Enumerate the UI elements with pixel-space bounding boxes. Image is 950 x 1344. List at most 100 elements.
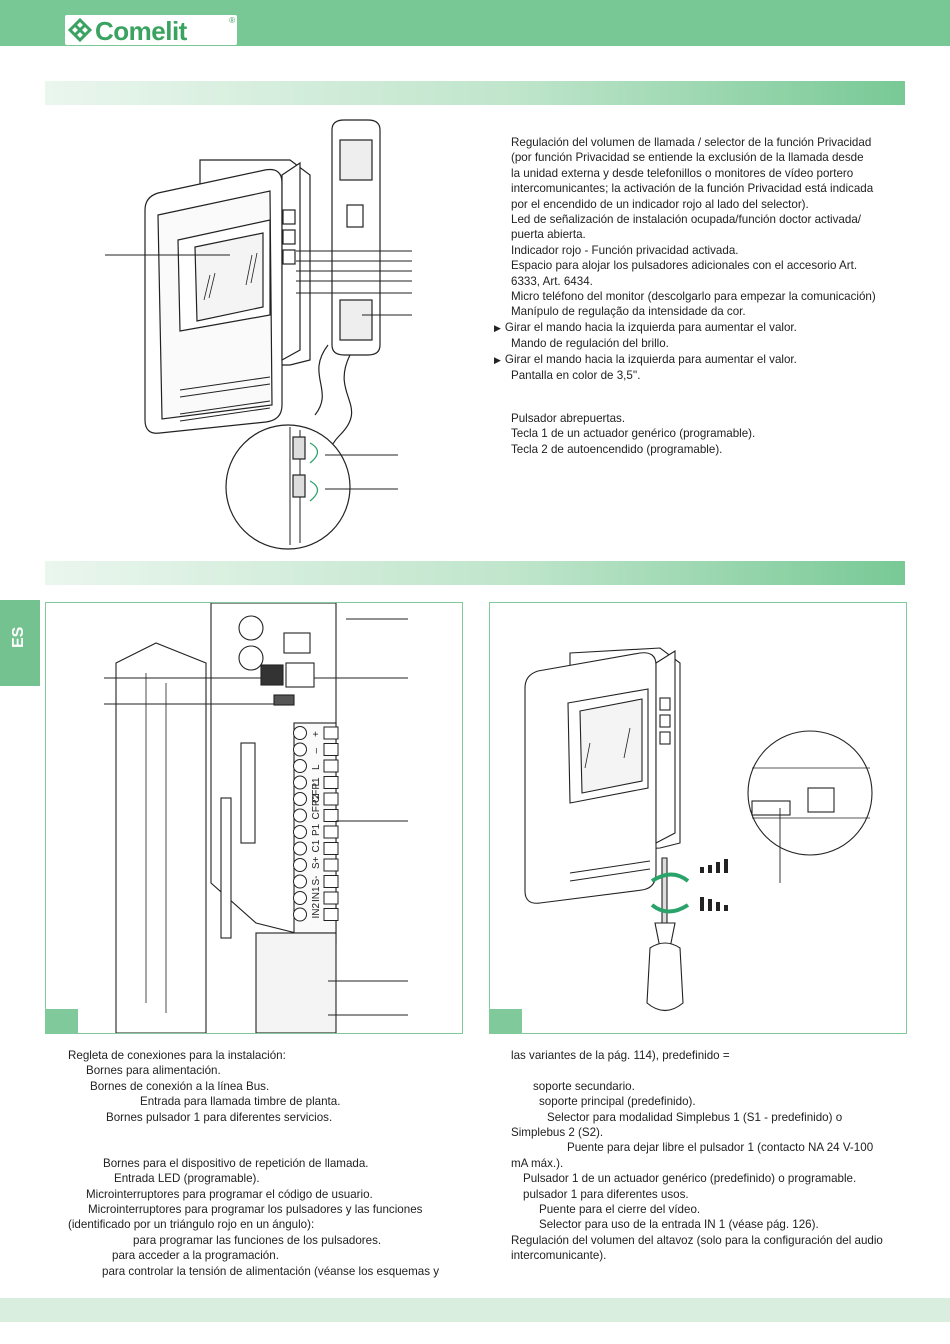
terminal-slot	[323, 891, 339, 905]
terminal-screw	[293, 891, 307, 905]
monitor-illustration	[105, 119, 412, 550]
terminal-label: L	[311, 764, 322, 770]
description-line: intercomunicantes; la activación de la f…	[494, 181, 905, 196]
description-text: Indicador rojo - Función privacidad acti…	[511, 243, 739, 257]
right-column-text: las variantes de la pág. 114), predefini…	[511, 1048, 905, 1264]
footer-bar	[0, 1298, 950, 1322]
left-column-text: Regleta de conexiones para la instalació…	[68, 1048, 462, 1279]
left-column-line: (identificado por un triángulo rojo en u…	[68, 1218, 315, 1232]
terminal-label: S-	[311, 876, 322, 886]
adjustment-figure	[489, 602, 907, 1034]
description-line: (por función Privacidad se entiende la e…	[494, 150, 905, 165]
terminal-slot	[323, 858, 339, 872]
terminal-slot	[323, 809, 339, 822]
right-column-line: Puente para el cierre del vídeo.	[539, 1203, 701, 1217]
left-column-line: Microinterruptores para programar los pu…	[88, 1203, 423, 1217]
right-column-line: pulsador 1 para diferentes usos.	[523, 1187, 689, 1201]
section-bar-top	[45, 81, 905, 105]
description-line: Pantalla en color de 3,5''.	[494, 368, 905, 383]
terminal-screw	[293, 907, 307, 922]
right-column-line: soporte secundario.	[533, 1079, 635, 1093]
right-column-line: soporte principal (predefinido).	[539, 1095, 696, 1109]
description-line: Regulación del volumen de llamada / sele…	[494, 135, 905, 150]
language-tab: ES	[0, 600, 40, 686]
description-text: Girar el mando hacia la izquierda para a…	[504, 352, 797, 366]
figure-label-a	[46, 1009, 78, 1033]
button-description-line: Tecla 2 de autoencendido (programable).	[511, 442, 723, 456]
left-column-line: Entrada LED (programable).	[114, 1172, 260, 1186]
terminal-slot	[323, 842, 339, 855]
left-column-line: para acceder a la programación.	[112, 1249, 279, 1263]
terminal-label: CFP2	[311, 794, 322, 820]
button-description-line: Tecla 1 de un actuador genérico (program…	[511, 427, 756, 441]
terminal-slot	[323, 792, 339, 806]
description-text: Girar el mando hacia la izquierda para a…	[504, 320, 797, 334]
right-column-line: Selector para modalidad Simplebus 1 (S1 …	[547, 1110, 843, 1124]
left-column-line: Bornes pulsador 1 para diferentes servic…	[106, 1110, 333, 1124]
left-column-line: Entrada para llamada timbre de planta.	[140, 1095, 341, 1109]
terminal-label: P1	[311, 823, 322, 836]
description-text: Micro teléfono del monitor (descolgarlo …	[511, 290, 876, 304]
description-text: Espacio para alojar los pulsadores adici…	[511, 259, 858, 273]
description-line: Manípulo de regulação da intensidade da …	[494, 304, 905, 319]
instruction-line: ▶Girar el mando hacia la izquierda para …	[494, 352, 905, 368]
arrow-right-icon: ▶	[494, 354, 501, 365]
description-text: Manípulo de regulação da intensidade da …	[511, 305, 746, 319]
button-description-line: Pulsador abrepuertas.	[511, 412, 626, 425]
right-column-line: las variantes de la pág. 114), predefini…	[511, 1049, 730, 1062]
terminal-label: C1	[311, 839, 322, 852]
terminal-screw	[293, 742, 307, 757]
description-text: Mando de regulación del brillo.	[511, 337, 669, 351]
terminal-label: S+	[311, 856, 322, 869]
description-line: la unidad externa y desde telefonillos o…	[494, 166, 905, 181]
right-column-line: Selector para uso de la entrada IN 1 (vé…	[539, 1218, 819, 1232]
left-column-line: Microinterruptores para programar el cód…	[86, 1187, 373, 1201]
description-text: por el encendido de un indicador rojo al…	[511, 197, 809, 211]
comelit-logo-icon	[67, 17, 93, 43]
figure-label-b	[490, 1009, 522, 1033]
terminal-slot	[323, 726, 339, 740]
terminal-slot	[323, 908, 339, 921]
brand-name: Comelit	[95, 16, 187, 46]
left-column-line: Regleta de conexiones para la instalació…	[68, 1049, 286, 1062]
terminal-label: L	[311, 781, 322, 787]
description-line: 6333, Art. 6434.	[494, 274, 905, 289]
description-line: Mando de regulación del brillo.	[494, 336, 905, 351]
description-line: Led de señalización de instalación ocupa…	[494, 212, 905, 227]
terminal-slot	[323, 825, 339, 839]
right-column-line: intercomunicante).	[511, 1249, 607, 1263]
terminal-screw	[293, 874, 307, 889]
terminal-slot	[323, 875, 339, 888]
right-column-line: Regulación del volumen del altavoz (solo…	[511, 1233, 883, 1247]
terminal-screw	[293, 759, 307, 773]
arrow-right-icon: ▶	[494, 322, 501, 333]
button-description-list: Pulsador abrepuertas. Tecla 1 de un actua…	[511, 411, 901, 457]
left-column-line: para programar las funciones de los puls…	[133, 1233, 382, 1247]
comelit-logo: Comelit ®	[65, 15, 237, 46]
terminal-label: +	[311, 731, 322, 737]
volume-adjustment-illustration	[524, 647, 873, 1012]
right-column-line: Simplebus 2 (S2).	[511, 1126, 604, 1140]
right-column-line: mA máx.).	[511, 1156, 564, 1170]
instruction-line: ▶Girar el mando hacia la izquierda para …	[494, 320, 905, 336]
description-list: Regulación del volumen de llamada / sele…	[494, 135, 905, 384]
terminal-screw	[293, 825, 307, 839]
right-column-line: Pulsador 1 de un actuador genérico (pred…	[523, 1172, 857, 1186]
description-text: Led de señalización de instalación ocupa…	[511, 213, 861, 227]
terminal-screw	[293, 792, 307, 806]
terminal-screw	[293, 841, 307, 856]
left-column-line: Bornes para el dispositivo de repetición…	[103, 1156, 369, 1170]
description-text: intercomunicantes; la activación de la f…	[511, 182, 874, 196]
registered-mark: ®	[229, 16, 235, 25]
description-line: Espacio para alojar los pulsadores adici…	[494, 258, 905, 273]
terminal-screw	[293, 858, 307, 872]
description-line: Micro teléfono del monitor (descolgarlo …	[494, 289, 905, 304]
description-line: por el encendido de un indicador rojo al…	[494, 197, 905, 212]
terminal-label: IN1	[311, 886, 322, 902]
description-line: puerta abierta.	[494, 227, 905, 242]
left-column-line: para controlar la tensión de alimentació…	[102, 1264, 440, 1278]
left-column-line: Bornes de conexión a la línea Bus.	[90, 1079, 270, 1093]
terminal-slot	[323, 776, 339, 789]
description-text: la unidad externa y desde telefonillos o…	[511, 166, 854, 180]
